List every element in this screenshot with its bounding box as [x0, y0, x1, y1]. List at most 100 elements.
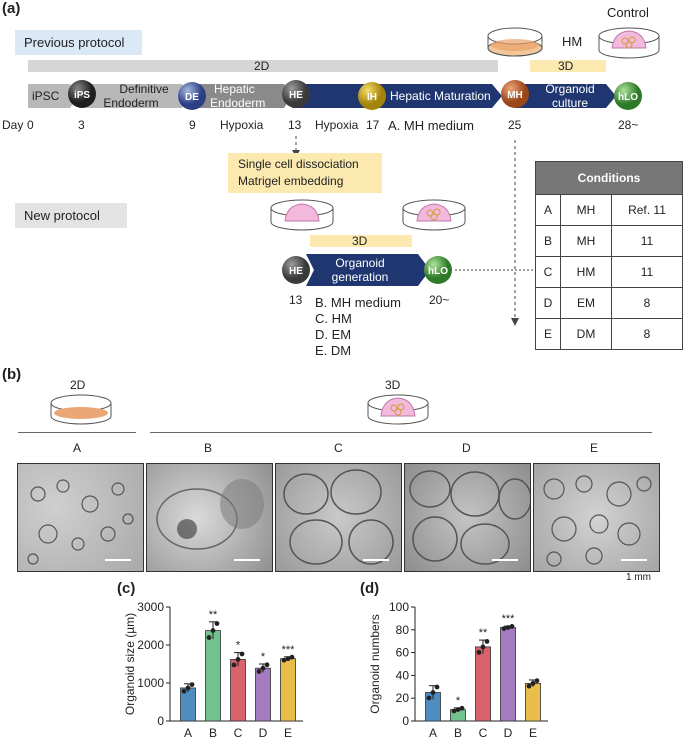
y-tick-label: 80: [396, 623, 410, 637]
hep-mat-label: Hepatic Maturation: [390, 89, 491, 103]
b-label-a: A: [73, 441, 82, 455]
bar-D: [255, 667, 271, 722]
table-row: E DM 8: [535, 318, 683, 350]
x-tick-label: E: [284, 726, 292, 740]
y-tick-label: 3000: [137, 600, 164, 614]
table-cell: C: [535, 256, 561, 288]
org-cult-label-1: Organoid: [545, 82, 595, 96]
data-point: [231, 662, 237, 668]
x-tick-label: D: [259, 726, 268, 740]
new-three-d-bar: [310, 235, 412, 247]
dissociation-line1: Single cell dissociation: [238, 157, 359, 171]
panel-label-a: (a): [2, 0, 21, 17]
data-point: [430, 690, 436, 695]
hlo-circle-text: hLO: [618, 92, 638, 103]
data-point: [289, 654, 295, 660]
data-point: [426, 695, 432, 701]
day-3: 3: [78, 118, 85, 132]
table-cell: DM: [560, 318, 612, 350]
y-tick-label: 100: [389, 600, 409, 614]
x-tick-label: E: [529, 726, 537, 740]
micrograph-a: [17, 463, 144, 572]
b-label-e: E: [590, 441, 599, 455]
ipsc-label: iPSC: [32, 89, 60, 103]
new-dish-2-icon: [402, 199, 466, 231]
data-point: [459, 705, 465, 711]
data-point: [480, 644, 486, 650]
control-label: Control: [607, 5, 649, 20]
previous-protocol-box: [15, 30, 142, 55]
day-17: 17: [366, 118, 380, 132]
previous-pipeline: [28, 84, 616, 108]
new-protocol-box: [15, 203, 127, 228]
table-cell: 8: [611, 318, 683, 350]
day-13: 13: [288, 118, 302, 132]
data-point: [281, 657, 287, 663]
data-point: [509, 624, 515, 629]
data-point: [189, 682, 195, 687]
micrograph-c: [275, 463, 402, 572]
table-cell: Ref. 11: [611, 194, 683, 226]
org-cult-label-2: culture: [551, 96, 589, 110]
org-gen-label-2: generation: [331, 270, 389, 284]
significance-mark: *: [236, 640, 241, 652]
scale-bar: [621, 559, 647, 561]
table-row: B MH 11: [535, 225, 683, 257]
micrograph-b: [146, 463, 273, 572]
new-day-20: 20~: [429, 293, 450, 307]
data-point: [264, 662, 270, 668]
y-tick-label: 40: [396, 668, 410, 682]
ips-circle-text: iPS: [74, 90, 90, 101]
y-tick-label: 20: [396, 691, 410, 705]
org-gen-label-1: Organoid: [335, 256, 385, 270]
table-cell: D: [535, 287, 561, 319]
scale-label: 1 mm: [626, 572, 651, 583]
bar-C: [230, 659, 246, 722]
conditions-table: Conditions A MH Ref. 11 B MH 11 C HM 11 …: [535, 161, 683, 350]
table-cell: MH: [560, 225, 612, 257]
two-d-label: 2D: [254, 59, 270, 73]
b-2d-dish-icon: [50, 394, 112, 425]
x-tick-label: C: [234, 726, 243, 740]
new-he-circle-text: HE: [289, 266, 303, 277]
table-cell: 11: [611, 256, 683, 288]
data-point: [285, 656, 291, 662]
y-axis-label: Organoid size (µm): [123, 613, 137, 715]
day-0: 0: [27, 118, 34, 132]
data-point: [210, 628, 216, 633]
two-d-bar: [28, 60, 498, 72]
scale-bar: [234, 559, 260, 561]
panel-label-d: (d): [360, 580, 380, 597]
significance-mark: *: [261, 651, 266, 663]
b-2d-divider: [18, 432, 136, 433]
new-dish-1-icon: [270, 199, 334, 231]
new-medium-c: C. HM: [315, 311, 352, 326]
previous-protocol-title: Previous protocol: [24, 35, 125, 50]
table-cell: B: [535, 225, 561, 257]
x-tick-label: B: [209, 726, 217, 740]
panel-label-c: (c): [117, 580, 136, 597]
y-tick-label: 2000: [137, 638, 164, 652]
data-point: [530, 680, 536, 686]
data-point: [256, 669, 262, 674]
conditions-header: Conditions: [535, 161, 683, 195]
table-cell: MH: [560, 194, 612, 226]
scale-bar: [363, 559, 389, 561]
mh-circle-text: MH: [507, 90, 523, 101]
x-tick-label: A: [184, 726, 192, 740]
data-point: [206, 635, 212, 640]
data-point: [235, 657, 241, 662]
def-endo-label-1: Definitive: [119, 82, 169, 96]
y-tick-label: 0: [402, 714, 409, 728]
day-label: Day: [2, 118, 24, 132]
new-day-13: 13: [289, 293, 303, 307]
day-28: 28~: [618, 118, 639, 132]
control-dish-icon: [598, 27, 660, 59]
dissociation-box: [228, 153, 382, 193]
b-two-d-label: 2D: [70, 378, 86, 392]
new-medium-b: B. MH medium: [315, 295, 401, 310]
data-point: [260, 665, 266, 671]
scale-bar: [105, 559, 131, 561]
